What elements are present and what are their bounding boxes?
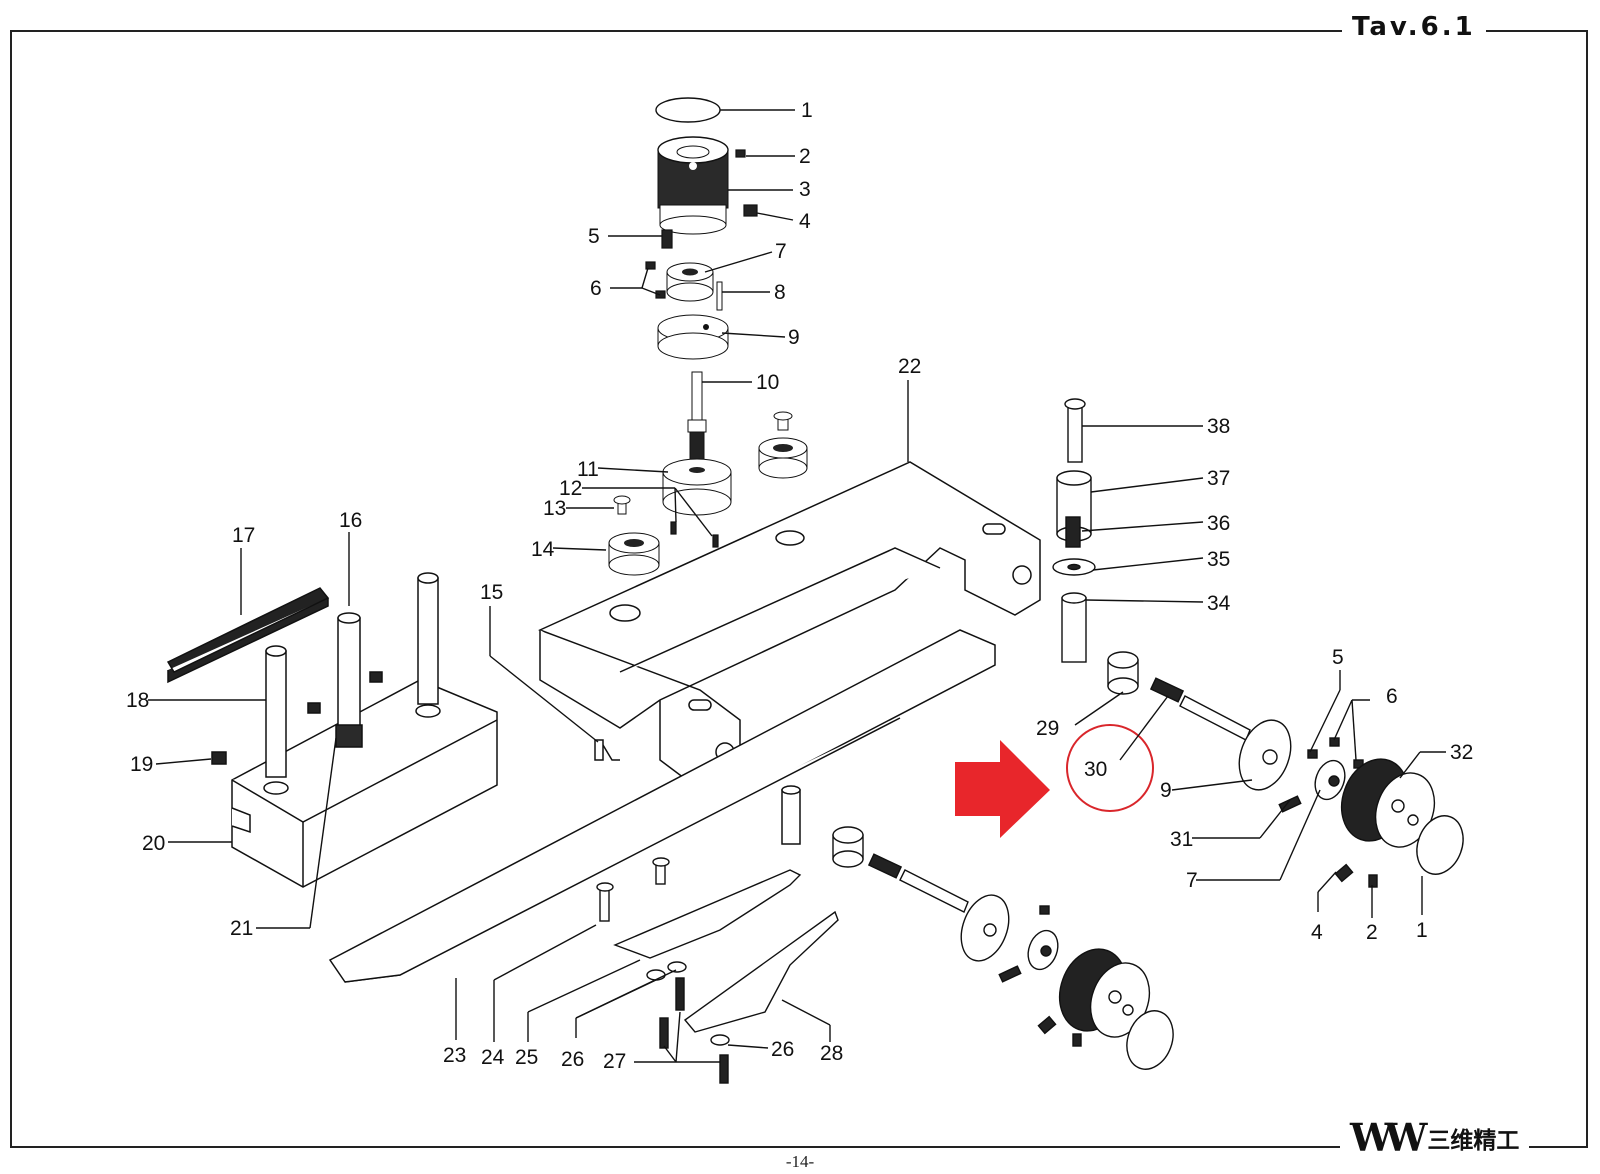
callout-4: 4 (799, 210, 811, 233)
highlight-circle (1066, 724, 1154, 812)
shaft-10 (687, 371, 707, 473)
callout-7: 7 (775, 240, 787, 263)
set-screw-4 (743, 204, 758, 217)
callout-14: 14 (531, 538, 555, 561)
callout-8: 8 (774, 281, 786, 304)
callout-9: 9 (788, 326, 800, 349)
callout-20: 20 (142, 832, 165, 855)
callout-9-right: 9 (1160, 779, 1172, 802)
bushing-14 (608, 532, 660, 576)
callout-26b: 26 (771, 1038, 794, 1061)
callout-6: 6 (590, 277, 602, 300)
callout-19: 19 (130, 753, 153, 776)
bushing-29 (1107, 651, 1139, 695)
callout-29: 29 (1036, 717, 1059, 740)
callout-labels: 1 2 3 4 5 6 7 8 9 10 11 12 13 14 22 15 1… (126, 99, 1473, 1073)
callout-7-right: 7 (1186, 869, 1198, 892)
blade-28 (683, 910, 839, 1033)
callout-17: 17 (232, 524, 255, 547)
callout-35: 35 (1207, 548, 1230, 571)
left-block-assembly (166, 572, 498, 888)
screw-shaft-30 (1149, 677, 1251, 741)
rail-17 (166, 587, 330, 684)
callout-32: 32 (1450, 741, 1473, 764)
callout-23: 23 (443, 1044, 466, 1067)
leader-lines (148, 109, 1446, 1063)
bushing-right-top (758, 411, 808, 479)
set-screw-2 (735, 149, 746, 158)
highlight-arrow (955, 740, 1050, 838)
callout-25: 25 (515, 1046, 538, 1069)
callout-12: 12 (559, 477, 582, 500)
bushing-11 (662, 458, 732, 516)
blade-rails (328, 629, 996, 983)
callout-38: 38 (1207, 415, 1230, 438)
disc-9-top (657, 314, 729, 360)
callout-18: 18 (126, 689, 149, 712)
callout-15: 15 (480, 581, 503, 604)
callout-2-right: 2 (1366, 921, 1378, 944)
top-knob-assembly (608, 97, 808, 576)
callout-2: 2 (799, 145, 811, 168)
bottom-parts (596, 857, 839, 1084)
callout-30: 30 (1084, 758, 1107, 781)
screw-8 (716, 281, 723, 311)
logo-mark-2: W (1384, 1115, 1428, 1160)
callout-36: 36 (1207, 512, 1230, 535)
callout-4-right: 4 (1311, 921, 1323, 944)
callout-31: 31 (1170, 828, 1193, 851)
spring-5 (661, 229, 673, 249)
pin-12a (670, 521, 677, 535)
callout-34: 34 (1207, 592, 1231, 615)
logo-text: 三维精工 (1427, 1127, 1520, 1154)
right-knob-assembly (1107, 651, 1464, 888)
set-screw-6b (655, 290, 666, 299)
callout-16: 16 (339, 509, 362, 532)
callout-24: 24 (481, 1046, 505, 1069)
page-number: -14- (785, 1152, 815, 1171)
pin-12b (712, 534, 719, 548)
disc-9-right (1238, 719, 1292, 791)
post-16 (335, 612, 363, 748)
base-frame-22 (538, 461, 1041, 791)
callout-37: 37 (1207, 467, 1230, 490)
lower-knob-assembly (832, 826, 1174, 1070)
callout-5-right: 5 (1332, 646, 1344, 669)
post-18 (265, 645, 287, 778)
plate-id: Tav.6.1 (1342, 12, 1486, 42)
callout-22: 22 (898, 355, 921, 378)
callout-27: 27 (603, 1050, 626, 1073)
callout-5: 5 (588, 225, 600, 248)
post-right (417, 572, 439, 705)
drawing-frame (10, 30, 1588, 1148)
logo-mark: W (1350, 1115, 1393, 1160)
callout-1: 1 (801, 99, 813, 122)
collar-7 (666, 262, 714, 302)
knurled-knob-top (657, 136, 729, 235)
callout-11: 11 (577, 458, 599, 481)
callout-28: 28 (820, 1042, 843, 1065)
callout-1-right: 1 (1416, 919, 1428, 942)
callout-26a: 26 (561, 1048, 584, 1071)
right-post-stack (1052, 398, 1096, 663)
knurled-knob-32 (1340, 758, 1436, 848)
cap-disc (655, 97, 721, 123)
callout-10: 10 (756, 371, 779, 394)
callout-6-right: 6 (1386, 685, 1398, 708)
set-screw-6a (645, 261, 656, 270)
callout-3: 3 (799, 178, 811, 201)
callout-21: 21 (230, 917, 253, 940)
callout-13: 13 (543, 497, 566, 520)
spacer-post (781, 785, 801, 845)
blade-25 (613, 869, 802, 959)
collar-31 (1314, 759, 1346, 801)
